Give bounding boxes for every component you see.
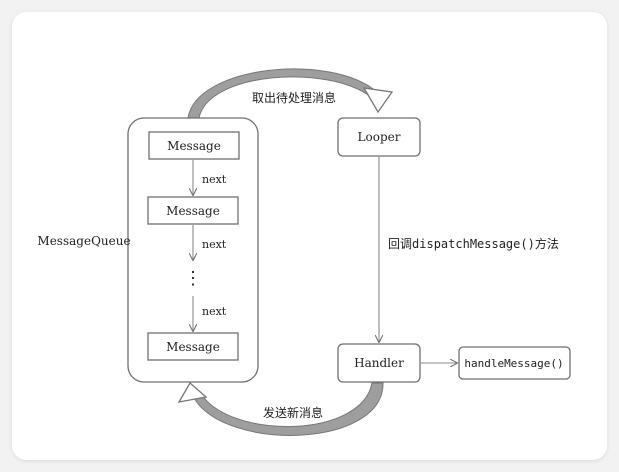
message-label-2: Message <box>166 204 220 218</box>
dispatch-suffix: 方法 <box>535 236 559 251</box>
next-label-1: next <box>202 173 227 186</box>
dispatch-label: 回调dispatchMessage()方法 <box>388 236 559 251</box>
looper-label: Looper <box>358 130 401 144</box>
message-label-3: Message <box>166 340 220 354</box>
handle-message-label: handleMessage() <box>464 357 563 370</box>
message-queue-label: MessageQueue <box>37 234 130 248</box>
diagram-card <box>12 12 607 460</box>
send-message-arrow <box>177 381 384 436</box>
dispatch-method: dispatchMessage() <box>412 237 535 251</box>
dispatch-prefix: 回调 <box>388 237 412 251</box>
send-message-label: 发送新消息 <box>263 405 323 420</box>
fetch-message-label: 取出待处理消息 <box>252 90 336 105</box>
next-label-2: next <box>202 238 227 251</box>
next-label-3: next <box>202 305 227 318</box>
ellipsis: ⋮ <box>184 268 202 289</box>
message-box-3 <box>147 332 239 361</box>
handler-box <box>337 343 421 383</box>
looper-box <box>337 117 421 157</box>
message-label-1: Message <box>167 139 221 153</box>
handle-message-box <box>458 346 571 380</box>
handler-label: Handler <box>354 356 404 370</box>
message-box-2 <box>147 196 239 225</box>
fetch-message-arrow <box>187 68 394 119</box>
message-box-1 <box>148 131 240 160</box>
